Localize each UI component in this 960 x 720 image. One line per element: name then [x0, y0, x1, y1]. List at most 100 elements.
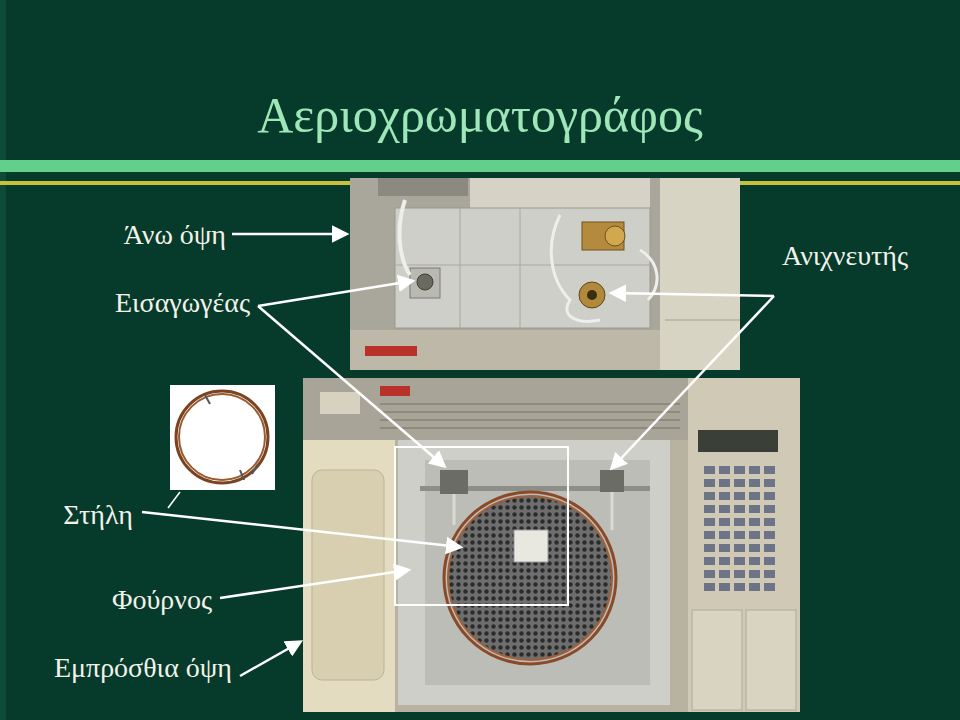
- label-slot: Στήλη: [63, 499, 133, 531]
- key: [719, 518, 730, 526]
- side-panel: [660, 178, 740, 370]
- leader-arrow: [612, 293, 774, 296]
- key: [704, 492, 715, 500]
- key: [719, 492, 730, 500]
- leader-arrow: [258, 306, 444, 466]
- column-end: [453, 494, 456, 525]
- keypad: [704, 466, 775, 591]
- key: [704, 466, 715, 474]
- key: [749, 544, 760, 552]
- plate-seam: [395, 265, 650, 266]
- leader-arrow: [220, 570, 408, 598]
- key: [764, 505, 775, 513]
- key: [734, 544, 745, 552]
- key: [764, 492, 775, 500]
- oven-fan: [448, 496, 612, 660]
- display: [698, 430, 778, 452]
- plate-seam: [460, 208, 461, 328]
- key: [749, 583, 760, 591]
- key: [704, 557, 715, 565]
- key: [704, 505, 715, 513]
- part-label: Ανιχνευτής: [782, 240, 908, 272]
- column-coil: [179, 394, 265, 480]
- injector-fitting: [440, 470, 468, 494]
- detector-port: [587, 290, 597, 300]
- detector-base: [579, 282, 605, 308]
- detector-fitting: [600, 470, 624, 492]
- part-label: Εμπρόσθια όψη: [54, 652, 232, 684]
- detector-fitting: [605, 226, 625, 246]
- key: [749, 479, 760, 487]
- leader-line: [168, 492, 180, 508]
- oven-interior: [398, 440, 670, 705]
- photo-frame: [303, 378, 800, 712]
- part-label: Φούρνος: [112, 584, 212, 616]
- key: [734, 583, 745, 591]
- key: [749, 557, 760, 565]
- column-clip: [205, 395, 210, 404]
- leader-arrow: [142, 512, 460, 547]
- green-band: [0, 160, 960, 172]
- vent: [380, 403, 680, 405]
- vents: [380, 404, 680, 428]
- key: [734, 492, 745, 500]
- control-panel: [688, 378, 800, 712]
- part-label: Άνω όψη: [124, 219, 226, 251]
- key: [719, 505, 730, 513]
- part-label: Εισαγωγέας: [115, 287, 250, 319]
- inset-frame: [170, 385, 275, 490]
- key: [704, 518, 715, 526]
- slide-title: Αεριοχρωματογράφος: [257, 86, 703, 144]
- part-label: Στήλη: [63, 499, 133, 531]
- column-hanger: [514, 530, 548, 562]
- key: [764, 518, 775, 526]
- key: [719, 479, 730, 487]
- oven-back-wall: [425, 460, 650, 685]
- key: [719, 570, 730, 578]
- key: [764, 583, 775, 591]
- label-slot: Εισαγωγέας: [115, 287, 250, 319]
- key: [719, 557, 730, 565]
- key: [749, 492, 760, 500]
- column-inset: [170, 385, 275, 490]
- column-end: [611, 492, 614, 530]
- key: [749, 570, 760, 578]
- plate-seam: [520, 208, 521, 328]
- key: [734, 466, 745, 474]
- top-cover: [470, 178, 650, 208]
- lower-panel: [746, 610, 796, 710]
- key: [749, 531, 760, 539]
- key: [704, 544, 715, 552]
- metal-plate: [395, 208, 650, 328]
- key: [734, 518, 745, 526]
- photo-frame: [350, 178, 740, 370]
- key: [719, 583, 730, 591]
- top-view-photo: [350, 178, 740, 370]
- oven-door: [303, 440, 395, 712]
- key: [764, 570, 775, 578]
- vent: [380, 419, 680, 421]
- injector-mount: [410, 268, 440, 298]
- column-coil: [448, 496, 612, 660]
- key: [764, 466, 775, 474]
- injector-port: [417, 274, 433, 290]
- edge-stripe: [0, 0, 6, 720]
- leader-arrow: [612, 296, 774, 468]
- brand-plate: [365, 346, 417, 356]
- top-housing: [303, 378, 688, 440]
- key: [704, 570, 715, 578]
- vent: [380, 427, 680, 429]
- label-slot: Εμπρόσθια όψη: [54, 652, 232, 684]
- vent: [380, 411, 680, 413]
- top-housing: [350, 178, 660, 333]
- key: [704, 583, 715, 591]
- key: [704, 531, 715, 539]
- column-coil: [444, 492, 616, 664]
- detector-block: [582, 222, 624, 250]
- key: [719, 531, 730, 539]
- key: [764, 531, 775, 539]
- front-view-photo: [303, 378, 800, 712]
